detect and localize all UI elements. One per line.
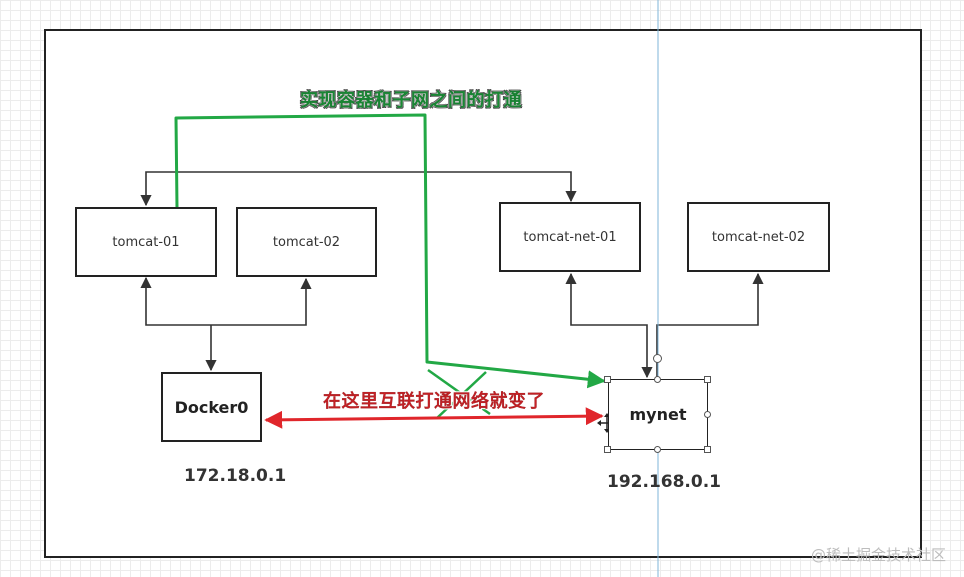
rotate-handle[interactable] [653,354,662,363]
node-docker0[interactable]: Docker0 [161,372,262,442]
node-mynet[interactable]: mynet [608,379,708,450]
resize-handle[interactable] [654,376,661,383]
green-connect-path [174,113,606,389]
connector-tomcat01-docker0 [140,276,312,326]
annotation-red: 在这里互联打通网络就变了 [323,391,545,412]
resize-handle[interactable] [654,446,661,453]
ip-mynet: 192.168.0.1 [607,472,722,492]
resize-handle[interactable] [604,446,611,453]
resize-handle[interactable] [604,376,611,383]
node-tomcat-net-02[interactable]: tomcat-net-02 [687,202,830,272]
node-label: mynet [629,405,687,424]
connector-tomcatnet01-mynet [565,272,653,379]
resize-handle[interactable] [704,446,711,453]
node-label: tomcat-01 [112,234,180,250]
resize-handle[interactable] [704,376,711,383]
node-label: tomcat-02 [272,234,341,250]
red-link-arrow [264,407,604,429]
node-label: tomcat-net-01 [523,229,617,245]
resize-handle[interactable] [704,411,711,418]
green-x-stroke-1 [427,368,491,416]
connector-tomcat01-tomcatnet01 [140,171,577,207]
node-tomcat-01[interactable]: tomcat-01 [75,207,217,277]
node-label: Docker0 [174,397,249,417]
watermark: @稀土掘金技术社区 [810,546,946,564]
node-tomcat-02[interactable]: tomcat-02 [236,207,377,277]
annotation-green: 实现容器和子网之间的打通 [300,90,522,111]
connector-tomcatnet02-mynet [656,272,764,377]
node-tomcat-net-01[interactable]: tomcat-net-01 [499,202,641,272]
ip-docker0: 172.18.0.1 [184,466,287,486]
node-label: tomcat-net-02 [711,229,806,245]
